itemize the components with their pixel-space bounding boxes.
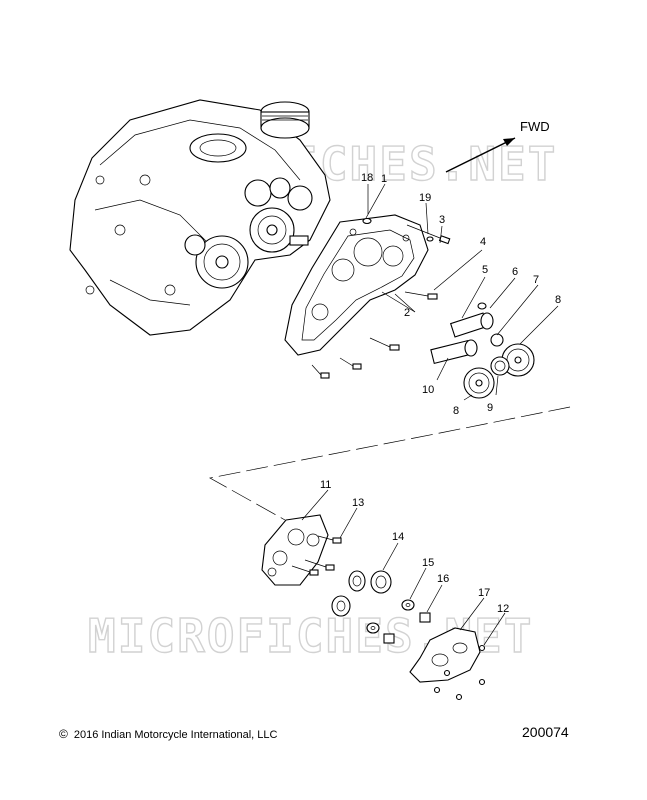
callout-13: 13 bbox=[352, 497, 364, 509]
diagram-number: 200074 bbox=[522, 724, 569, 740]
cover-bolts bbox=[311, 217, 451, 379]
engine-crankcase-illustration bbox=[69, 99, 331, 336]
callout-10: 10 bbox=[422, 384, 434, 396]
callout-14: 14 bbox=[392, 531, 404, 543]
camshafts-and-gears bbox=[430, 302, 535, 399]
oil-pump-housing bbox=[261, 514, 329, 586]
callout-4: 4 bbox=[480, 236, 486, 248]
copyright-notice: © 2016 Indian Motorcycle International, L… bbox=[59, 727, 277, 741]
callout-11: 11 bbox=[320, 479, 331, 491]
assembly-separator bbox=[208, 406, 571, 521]
callout-9: 9 bbox=[487, 402, 493, 414]
callout-17: 17 bbox=[478, 587, 490, 599]
housing-bolts bbox=[291, 535, 342, 576]
callout-5: 5 bbox=[482, 264, 488, 276]
callout-3: 3 bbox=[439, 214, 445, 226]
fwd-label: FWD bbox=[520, 119, 550, 134]
copyright-text: 2016 Indian Motorcycle International, LL… bbox=[73, 729, 278, 741]
callout-7: 7 bbox=[533, 274, 539, 286]
callout-18: 18 bbox=[361, 172, 373, 184]
pump-cover-plate bbox=[409, 627, 486, 701]
callout-16: 16 bbox=[437, 573, 449, 585]
callout-8-lower: 8 bbox=[453, 405, 459, 417]
oil-pump-rotors bbox=[331, 570, 431, 644]
leader-lines bbox=[301, 183, 559, 646]
cam-cover bbox=[284, 214, 429, 356]
callout-2: 2 bbox=[404, 307, 410, 319]
forward-arrow bbox=[445, 137, 516, 173]
callout-6: 6 bbox=[512, 266, 518, 278]
callout-numbers: 1 2 3 4 5 6 7 8 8 9 10 11 12 13 14 15 16… bbox=[320, 172, 561, 615]
callout-12: 12 bbox=[497, 603, 509, 615]
callout-15: 15 bbox=[422, 557, 434, 569]
callout-1: 1 bbox=[381, 173, 387, 185]
callout-8-upper: 8 bbox=[555, 294, 561, 306]
copyright-symbol: © bbox=[59, 727, 68, 741]
callout-19: 19 bbox=[419, 192, 431, 204]
